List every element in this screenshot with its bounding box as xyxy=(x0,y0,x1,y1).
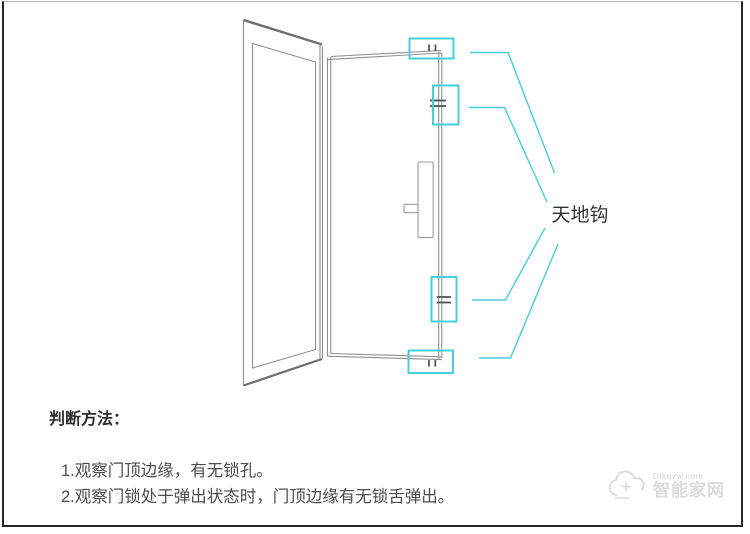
highlight-boxes xyxy=(407,37,460,374)
leader-line-top xyxy=(470,51,556,174)
instructions-items: 1.观察门顶边缘，有无锁孔。 2.观察门锁处于弹出状态时，门顶边缘有无锁舌弹出。 xyxy=(61,458,454,510)
leader-lines xyxy=(469,51,559,359)
watermark: Dikezw.com 智能家网 xyxy=(605,467,725,503)
leader-line-lower-middle xyxy=(472,227,546,301)
watermark-site: Dikezw.com xyxy=(653,470,704,481)
door-frame xyxy=(242,18,324,387)
door-handle xyxy=(403,161,434,239)
instruction-item-2: 2.观察门锁处于弹出状态时，门顶边缘有无锁舌弹出。 xyxy=(61,488,455,506)
part-label: 天地钩 xyxy=(552,204,609,226)
watermark-texts: Dikezw.com 智能家网 xyxy=(653,471,725,500)
highlight-box-top xyxy=(408,37,455,60)
door-panel xyxy=(326,49,443,361)
instructions-heading: 判断方法： xyxy=(49,411,130,428)
instruction-item-1: 1.观察门顶边缘，有无锁孔。 xyxy=(61,462,273,480)
hook-bolt-marks xyxy=(428,44,451,367)
highlight-box-lower-middle xyxy=(430,276,458,323)
lower-hook-marks xyxy=(437,296,451,304)
top-hook-marks xyxy=(428,44,437,51)
highlight-box-bottom xyxy=(407,349,454,374)
highlight-box-upper-middle xyxy=(432,84,460,126)
watermark-brand: 智能家网 xyxy=(653,480,725,500)
leader-line-upper-middle xyxy=(469,106,548,203)
bottom-hook-marks xyxy=(428,360,437,367)
leader-line-bottom xyxy=(479,243,559,359)
cloud-icon xyxy=(608,470,645,499)
